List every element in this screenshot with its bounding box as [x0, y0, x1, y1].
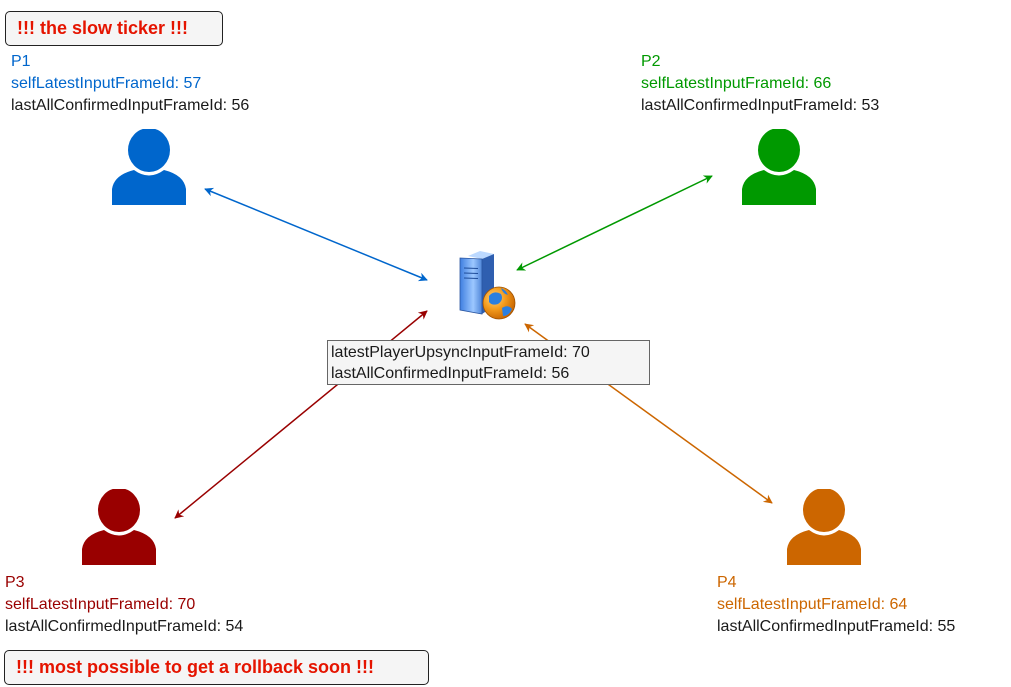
p1-last-confirmed: lastAllConfirmedInputFrameId: 56 — [11, 97, 250, 114]
server-status-box: latestPlayerUpsyncInputFrameId: 70 lastA… — [327, 340, 650, 385]
p3-self-latest: selfLatestInputFrameId: 70 — [5, 596, 196, 613]
p3-label: P3 selfLatestInputFrameId: 70 lastAllCon… — [5, 572, 243, 638]
p2-label: P2 selfLatestInputFrameId: 66 lastAllCon… — [641, 51, 879, 117]
p4-last-confirmed: lastAllConfirmedInputFrameId: 55 — [717, 618, 956, 635]
rollback-callout: !!! most possible to get a rollback soon… — [4, 650, 429, 685]
p3-user-icon — [82, 489, 156, 565]
p1-self-latest: selfLatestInputFrameId: 57 — [11, 75, 202, 92]
arrow-p2-server — [516, 175, 713, 271]
p4-self-latest: selfLatestInputFrameId: 64 — [717, 596, 908, 613]
p1-user-icon — [112, 129, 186, 205]
p2-user-icon — [742, 129, 816, 205]
p4-label: P4 selfLatestInputFrameId: 64 lastAllCon… — [717, 572, 955, 638]
p2-name: P2 — [641, 53, 661, 70]
p3-name: P3 — [5, 574, 25, 591]
slow-ticker-callout: !!! the slow ticker !!! — [5, 11, 223, 46]
server-latest-upsync: latestPlayerUpsyncInputFrameId: 70 — [331, 344, 590, 361]
server-globe-icon — [459, 251, 516, 320]
p4-user-icon — [787, 489, 861, 565]
p4-name: P4 — [717, 574, 737, 591]
p1-label: P1 selfLatestInputFrameId: 57 lastAllCon… — [11, 51, 249, 117]
p3-last-confirmed: lastAllConfirmedInputFrameId: 54 — [5, 618, 244, 635]
server-last-confirmed: lastAllConfirmedInputFrameId: 56 — [331, 365, 570, 382]
p2-self-latest: selfLatestInputFrameId: 66 — [641, 75, 832, 92]
p2-last-confirmed: lastAllConfirmedInputFrameId: 53 — [641, 97, 880, 114]
arrow-p1-server — [204, 187, 428, 282]
p1-name: P1 — [11, 53, 31, 70]
